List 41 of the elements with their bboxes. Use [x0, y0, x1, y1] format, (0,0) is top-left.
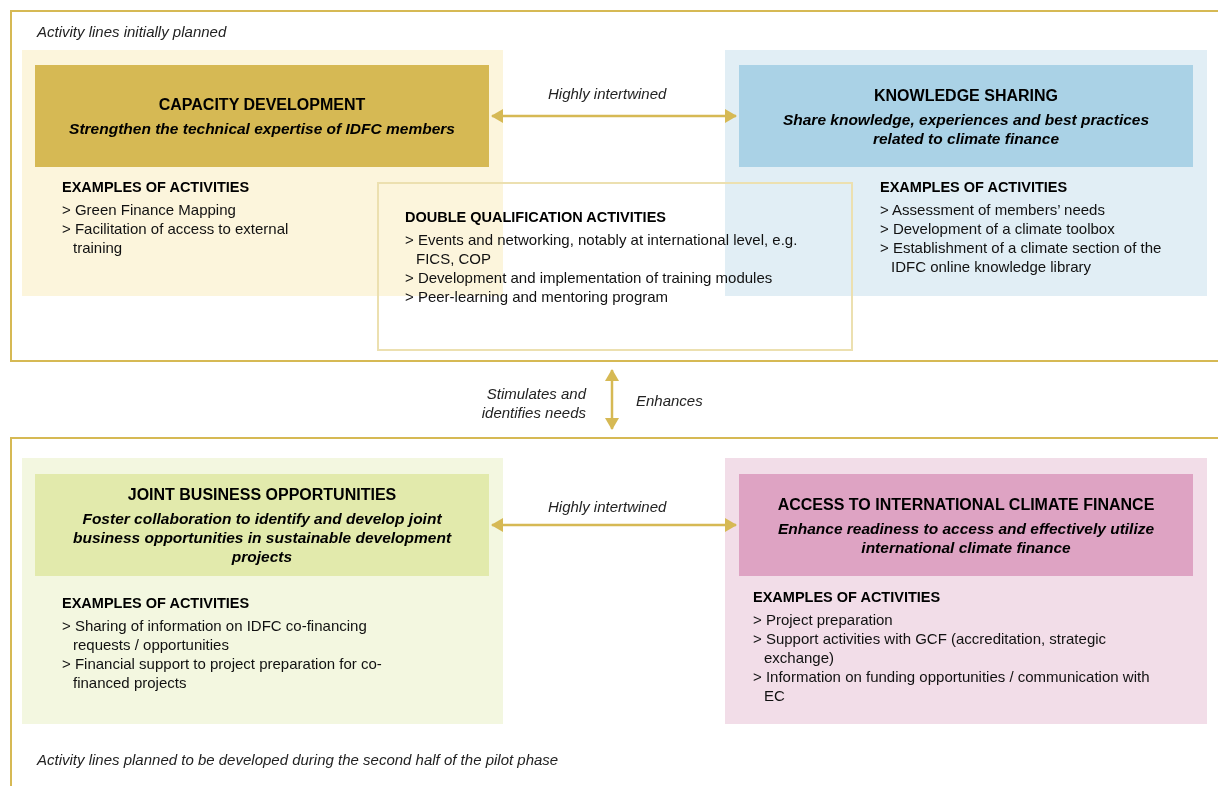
header-subtitle: Enhance readiness to access and effectively utilize international climate finance	[776, 518, 1156, 557]
list-item: > Project preparation	[753, 610, 894, 629]
header-box	[35, 65, 489, 167]
double-arrow	[491, 109, 737, 123]
double-arrow	[605, 369, 619, 430]
section-heading: EXAMPLES OF ACTIVITIES	[880, 178, 1069, 197]
header-box	[35, 474, 489, 576]
list-item: > Assessment of members’ needs	[880, 200, 1106, 219]
header-box	[739, 65, 1193, 167]
section-heading: EXAMPLES OF ACTIVITIES	[62, 594, 251, 613]
list-item: > Financial support to project preparation for co-financed projects	[62, 654, 383, 692]
header-subtitle: Strengthen the technical expertise of IDFC members	[69, 119, 455, 138]
list-item: > Establishment of a climate section of the IDFC online knowledge library	[880, 238, 1163, 276]
list-item: > Development of a climate toolbox	[880, 219, 1116, 238]
list-item: > Sharing of information on IDFC co-financing requests / opportunities	[62, 616, 368, 654]
group-frame	[10, 10, 1218, 362]
list-item: > Information on funding opportunities / communication with EC	[753, 667, 1151, 705]
activity-panel	[22, 458, 503, 724]
list-item: > Events and networking, notably at international level, e.g. FICS, COP	[405, 230, 799, 268]
header-title: ACCESS TO INTERNATIONAL CLIMATE FINANCE	[777, 494, 1155, 515]
double-arrow	[491, 518, 737, 532]
section-heading: DOUBLE QUALIFICATION ACTIVITIES	[405, 208, 667, 227]
outlined-box	[377, 182, 853, 351]
list-item: > Facilitation of access to external training	[62, 219, 290, 257]
list-item: > Peer-learning and mentoring program	[405, 287, 670, 306]
header-subtitle: Share knowledge, experiences and best practices related to climate finance	[781, 109, 1151, 148]
list-item: > Support activities with GCF (accreditation, strategic exchange)	[753, 629, 1108, 667]
group-frame	[10, 437, 1218, 786]
frame-caption: Activity lines planned to be developed during the second half of the pilot phase	[37, 750, 559, 770]
frame-caption: Activity lines initially planned	[37, 22, 227, 42]
header-box	[739, 474, 1193, 576]
section-heading: EXAMPLES OF ACTIVITIES	[62, 178, 251, 197]
arrow-note: Stimulates and identifies needs	[480, 384, 586, 422]
header-title: JOINT BUSINESS OPPORTUNITIES	[127, 485, 397, 505]
activity-panel	[725, 458, 1207, 724]
header-subtitle: Foster collaboration to identify and develop joint business opportunities in sustainable development projects	[71, 509, 453, 566]
header-title: KNOWLEDGE SHARING	[874, 85, 1058, 106]
list-item: > Development and implementation of training modules	[405, 268, 774, 287]
section-heading: EXAMPLES OF ACTIVITIES	[753, 588, 942, 607]
list-item: > Green Finance Mapping	[62, 200, 237, 219]
header-title: CAPACITY DEVELOPMENT	[158, 95, 366, 115]
